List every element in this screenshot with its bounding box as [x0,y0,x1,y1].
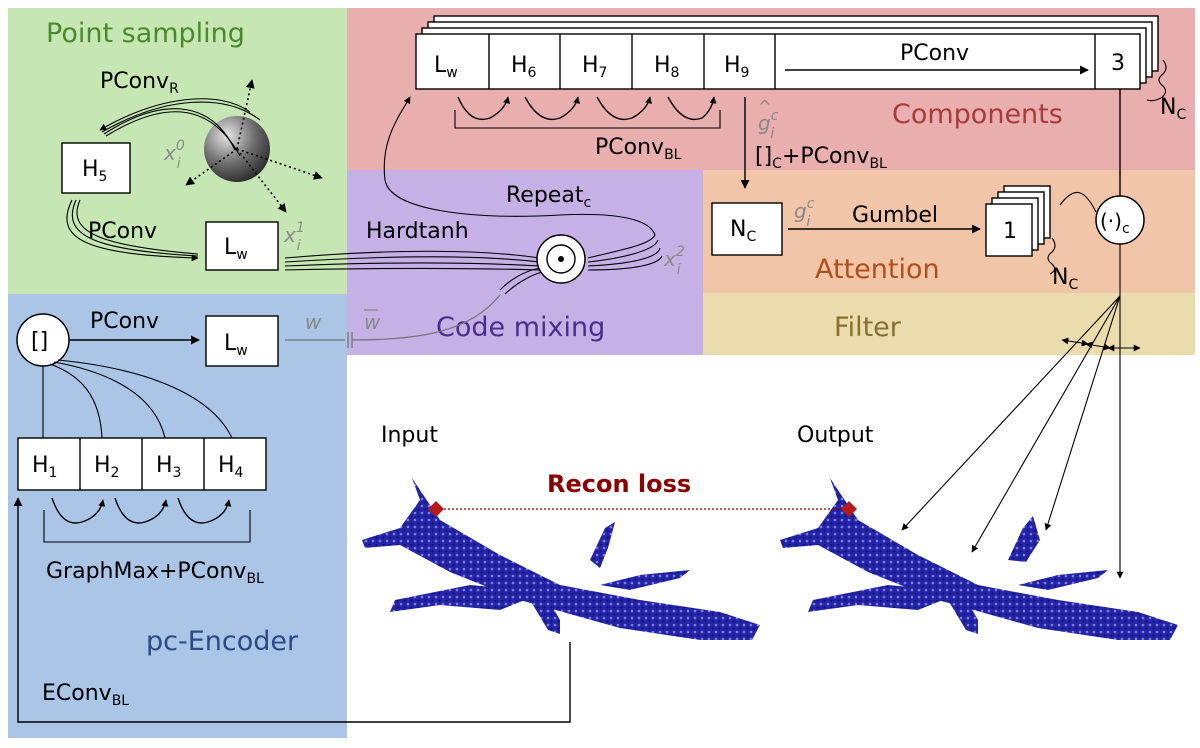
output-marker [841,501,857,517]
one-stack [985,185,1051,257]
encoder-row [17,437,267,491]
repeat-label: Repeatc [506,183,591,211]
w-bar-line [285,294,501,348]
components-pconv-label: PConv [900,41,969,66]
input-label: Input [381,423,438,448]
filter-region [703,293,1195,355]
filter-arrows [901,244,1141,579]
one-label: 1 [1003,219,1017,244]
nc-box [711,202,783,256]
pconv-r-label: PConvR [100,69,179,97]
components-stack-count: NC [1160,95,1186,123]
point-sampling-sphere [185,79,323,213]
components-cell-h9: H9 [724,53,749,81]
components-stack [415,15,1159,90]
components-cell-h6: H6 [511,53,537,81]
components-cell-h8: H8 [654,53,679,81]
lw-encoder-box [205,315,279,367]
components-row: Lw H6 H7 H8 H9 PConv 3 [434,34,1125,89]
pconv-r-arcs [99,98,261,157]
h5-box [61,142,131,194]
lw-point-label: Lw [224,235,248,263]
output-plane-point-cloud [780,478,1178,640]
graphmax-label: GraphMax+PConvBL [46,559,264,587]
one-stack-bracket [1047,237,1056,275]
w-bar-label: w [364,310,381,334]
product-label: (·)c [1100,209,1130,237]
input-plane-point-cloud [362,478,760,640]
hardtanh-label: Hardtanh [366,219,469,244]
point-sampling-pconv-label: PConv [88,219,157,244]
gumbel-label: Gumbel [852,203,938,228]
one-to-product [1059,192,1097,213]
components-stack-bracket [1146,59,1167,102]
output-label: Output [797,423,874,448]
econv-path [13,497,571,723]
econv-label: EConvBL [42,681,129,709]
encoder-cell-h1: H1 [32,453,57,481]
nc-box-label: NC [730,217,756,245]
components-skip-arcs [454,96,721,129]
pconv-arcs [66,199,199,262]
lw-encoder-label: Lw [224,331,248,359]
attention-title: Attention [815,254,940,285]
w-label: w [305,310,322,334]
pc-encoder-region [8,294,347,738]
pc-encoder-title: pc-Encoder [146,626,299,657]
components-cell-lw: Lw [434,53,458,81]
input-marker [428,501,444,517]
encoder-concat-lines [42,359,233,439]
components-title: Components [892,99,1063,130]
split-pconv-label: []C+PConvBL [755,144,887,172]
encoder-pconv-label: PConv [90,309,159,334]
hadamard-operator [536,234,586,284]
encoder-skip-arcs [43,497,251,543]
encoder-cell-h3: H3 [156,453,181,481]
encoder-cell-h2: H2 [94,453,119,481]
recon-loss-label: Recon loss [547,470,691,498]
components-cell-h7: H7 [582,53,607,81]
code-mixing-lines [284,96,663,295]
lw-point-box [205,221,279,271]
code-mixing-title: Code mixing [436,312,605,343]
components-skip-label: PConvBL [595,135,682,163]
g-hat-caret: ^ [758,97,771,116]
concat-label: [] [31,329,48,354]
components-output-dim: 3 [1111,51,1125,76]
encoder-cell-h4: H4 [218,453,244,481]
h5-label: H5 [82,157,107,185]
point-sampling-title: Point sampling [46,18,245,49]
filter-title: Filter [834,312,902,343]
attention-stack-count: NC [1052,265,1078,293]
